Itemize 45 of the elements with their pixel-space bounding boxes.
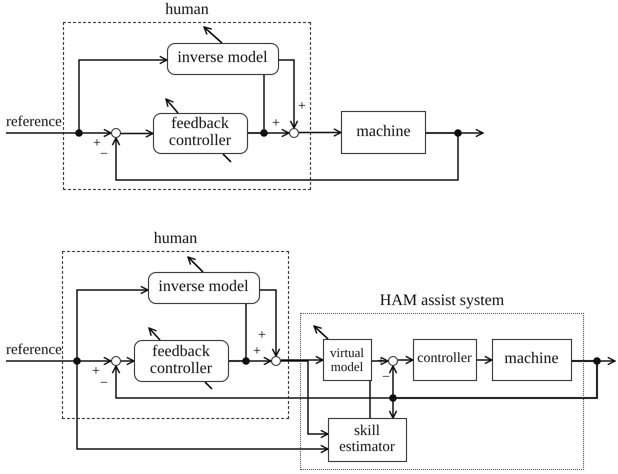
summing-junction bbox=[288, 128, 298, 138]
sign-label: − bbox=[100, 377, 108, 391]
summing-junction bbox=[388, 356, 398, 366]
signal-line bbox=[248, 75, 265, 134]
process-block: machine bbox=[492, 338, 572, 380]
signal-arrow bbox=[477, 356, 493, 364]
sign-label: + bbox=[258, 329, 266, 343]
sign-label: − bbox=[382, 371, 390, 385]
group-heading: human bbox=[152, 230, 198, 248]
process-block: inverse model bbox=[148, 272, 260, 304]
sign-label: + bbox=[298, 100, 306, 114]
signal-label: reference bbox=[6, 113, 82, 133]
summing-junction bbox=[270, 356, 280, 366]
signal-arrow bbox=[6, 356, 112, 366]
signal-arrow bbox=[281, 360, 329, 438]
process-block: skill estimator bbox=[328, 418, 406, 462]
process-block: controller bbox=[412, 338, 476, 380]
sign-label: + bbox=[253, 345, 261, 359]
signal-arrow bbox=[121, 129, 154, 138]
sign-label: + bbox=[93, 137, 101, 151]
signal-label: reference bbox=[6, 341, 82, 361]
process-block: feedback controller bbox=[134, 340, 228, 382]
sign-label: − bbox=[100, 148, 108, 162]
signal-line bbox=[229, 304, 247, 362]
signal-arrow bbox=[112, 132, 459, 181]
process-block: inverse model bbox=[166, 42, 278, 74]
summing-junction bbox=[110, 128, 120, 138]
signal-arrow bbox=[299, 128, 342, 137]
signal-arrow bbox=[260, 289, 280, 357]
signal-arrow bbox=[372, 356, 389, 366]
summing-junction bbox=[110, 356, 120, 366]
process-block: feedback controller bbox=[152, 112, 248, 154]
signal-arrow bbox=[398, 356, 414, 364]
signal-line bbox=[369, 381, 371, 418]
group-heading: HAM assist system bbox=[378, 292, 506, 310]
sign-label: + bbox=[272, 117, 280, 131]
signal-arrow bbox=[279, 59, 298, 129]
process-block: machine bbox=[341, 111, 426, 154]
process-block: virtual model bbox=[322, 338, 372, 380]
group-heading: human bbox=[164, 1, 210, 19]
sign-label: + bbox=[92, 365, 100, 379]
signal-arrow bbox=[281, 356, 324, 364]
signal-arrow bbox=[6, 128, 112, 138]
signal-arrow bbox=[121, 356, 135, 366]
signal-arrow bbox=[388, 360, 598, 419]
